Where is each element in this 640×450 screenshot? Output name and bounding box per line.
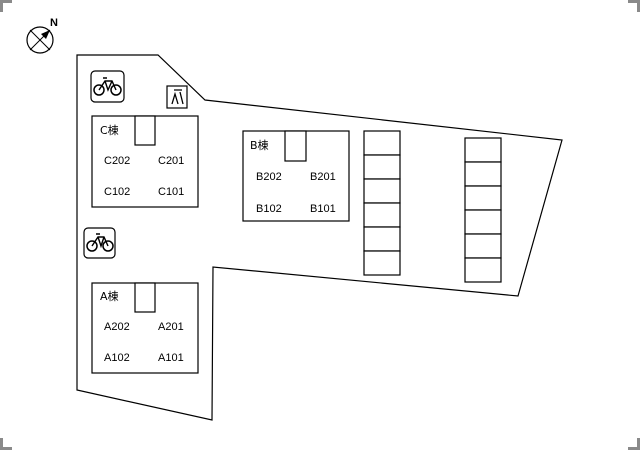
room-label: C102 [104, 186, 130, 198]
room-label: C201 [158, 155, 184, 167]
parking-space [363, 178, 401, 204]
parking-left-column [363, 130, 401, 276]
building-c: C棟 C202 C201 C102 C101 [91, 115, 199, 208]
parking-space [363, 130, 401, 156]
building-name: B棟 [250, 138, 269, 152]
parking-right-column [464, 137, 502, 283]
room-label: B202 [256, 171, 282, 183]
room-label: A201 [158, 321, 184, 333]
parking-space [464, 161, 502, 187]
parking-space [464, 185, 502, 211]
room-label: A202 [104, 321, 130, 333]
parking-space [363, 202, 401, 228]
parking-space [363, 250, 401, 276]
building-b: B棟 B202 B201 B102 B101 [242, 130, 350, 222]
room-label: C101 [158, 186, 184, 198]
building-name: A棟 [100, 289, 119, 303]
parking-space [363, 226, 401, 252]
room-label: B102 [256, 203, 282, 215]
parking-space [464, 257, 502, 283]
room-label: B101 [310, 203, 336, 215]
room-label: B201 [310, 171, 336, 183]
bicycle-parking-icon [83, 227, 116, 259]
site-boundary [76, 54, 563, 421]
room-label: C202 [104, 155, 130, 167]
building-name: C棟 [100, 123, 119, 137]
room-label: A102 [104, 352, 130, 364]
bicycle-parking-icon [90, 70, 125, 103]
compass-north-label: N [50, 17, 58, 29]
parking-space [464, 137, 502, 163]
parking-space [464, 209, 502, 235]
parking-space [363, 154, 401, 180]
trash-icon [166, 85, 188, 109]
compass-icon: N [26, 17, 58, 54]
room-label: A101 [158, 352, 184, 364]
parking-space [464, 233, 502, 259]
building-a: A棟 A202 A201 A102 A101 [91, 282, 199, 374]
